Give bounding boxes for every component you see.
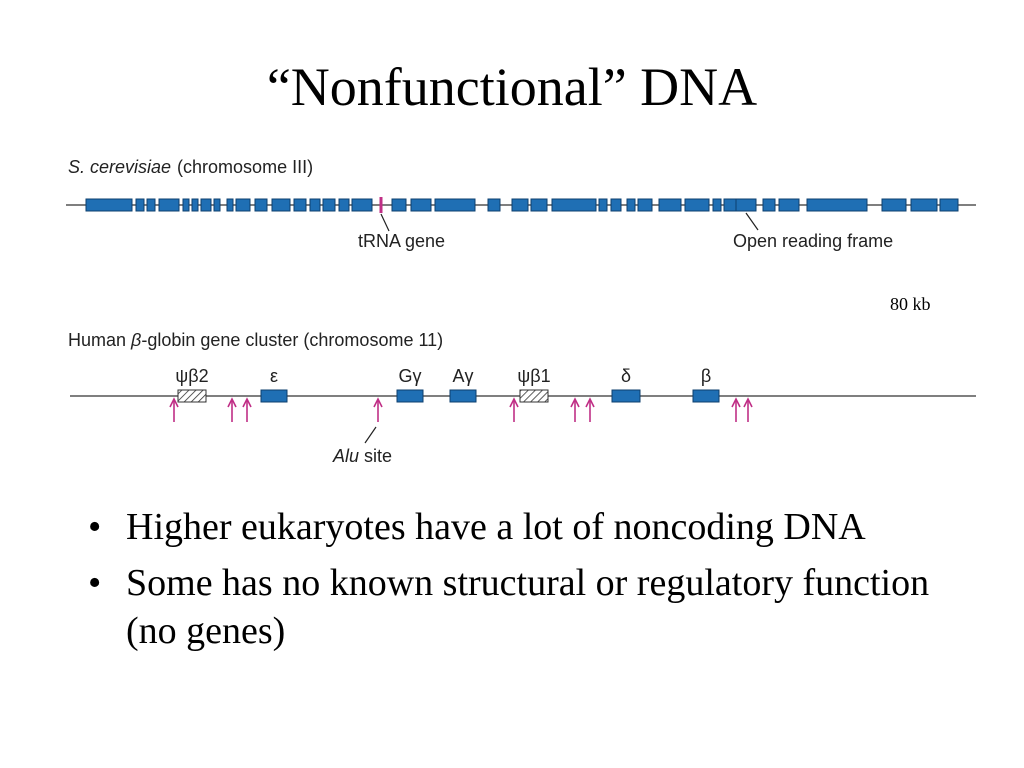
trna-callout-line [380,213,390,232]
yeast-orf-track [85,198,959,212]
orf-block [939,198,959,212]
gene-block [611,389,641,403]
orf-block [191,198,199,212]
orf-block [146,198,156,212]
gene-block [449,389,477,403]
alu-arrowhead [373,397,383,408]
orf-block [735,198,757,212]
alu-arrowhead [227,397,237,408]
orf-block [637,198,653,212]
bullet-item: Some has no known structural or regulato… [88,560,968,656]
pseudogene-block [177,389,207,403]
orf-block [254,198,268,212]
orf-block [487,198,501,212]
scale-label: 80 kb [890,294,931,314]
orf-block [338,198,350,212]
orf-block [271,198,291,212]
orf-label: Open reading frame [733,231,893,251]
globin-gene-track: ψβ2 ε Gγ Aγ ψβ1 δ β [175,366,720,403]
gene-label: ψβ2 [175,366,208,386]
gene-label: β [701,366,711,386]
bullet-list: Higher eukaryotes have a lot of noncodin… [88,504,968,664]
gene-label: Aγ [452,366,473,386]
orf-block [598,198,608,212]
alu-arrowhead [169,397,179,408]
orf-block [235,198,251,212]
orf-block [610,198,622,212]
orf-block [322,198,336,212]
gene-label: Gγ [398,366,421,386]
orf-block [293,198,307,212]
alu-arrowhead [585,397,595,408]
orf-block [213,198,221,212]
gene-label: ε [270,366,278,386]
trna-gene-label: tRNA gene [358,231,445,251]
alu-arrowhead [570,397,580,408]
orf-block [135,198,145,212]
alu-rest: site [359,446,392,466]
orf-block [626,198,636,212]
gene-block [692,389,720,403]
orf-block [182,198,190,212]
human-title: Human β-globin gene cluster (chromosome … [68,330,443,350]
yeast-species: S. cerevisiae [68,157,171,177]
alu-callout-line [364,426,377,444]
orf-block [410,198,432,212]
slide-title: “Nonfunctional” DNA [266,57,758,117]
orf-block [158,198,180,212]
yeast-title: S. cerevisiae (chromosome III) [68,157,313,177]
orf-block [85,198,133,212]
alu-site-label: Alu site [332,446,392,466]
orf-block [391,198,407,212]
alu-arrow-track [169,397,753,422]
pseudogene-block [519,389,549,403]
orf-block [778,198,800,212]
orf-block [551,198,597,212]
orf-block [658,198,682,212]
orf-block [762,198,776,212]
orf-block [434,198,476,212]
human-title-suffix: -globin gene cluster (chromosome 11) [141,330,443,350]
orf-block [226,198,234,212]
orf-block [309,198,321,212]
orf-block [806,198,868,212]
gene-label: ψβ1 [517,366,550,386]
gene-block [260,389,288,403]
orf-block [511,198,529,212]
alu-arrowhead [743,397,753,408]
orf-block [351,198,373,212]
orf-block [200,198,212,212]
yeast-chromosome: (chromosome III) [177,157,313,177]
bullet-item: Higher eukaryotes have a lot of noncodin… [88,504,968,552]
alu-arrowhead [731,397,741,408]
gene-block [396,389,424,403]
orf-block [684,198,710,212]
alu-arrowhead [242,397,252,408]
alu-italic: Alu [332,446,359,466]
orf-block [530,198,548,212]
alu-arrowhead [509,397,519,408]
dna-figure: S. cerevisiae(chromosome III) tRNA gene … [66,157,976,466]
human-title-prefix: Human [68,330,131,350]
orf-block [712,198,722,212]
orf-block [910,198,938,212]
gene-label: δ [621,366,631,386]
orf-callout-line [745,212,759,231]
human-title-beta: β [130,330,141,350]
orf-block [881,198,907,212]
